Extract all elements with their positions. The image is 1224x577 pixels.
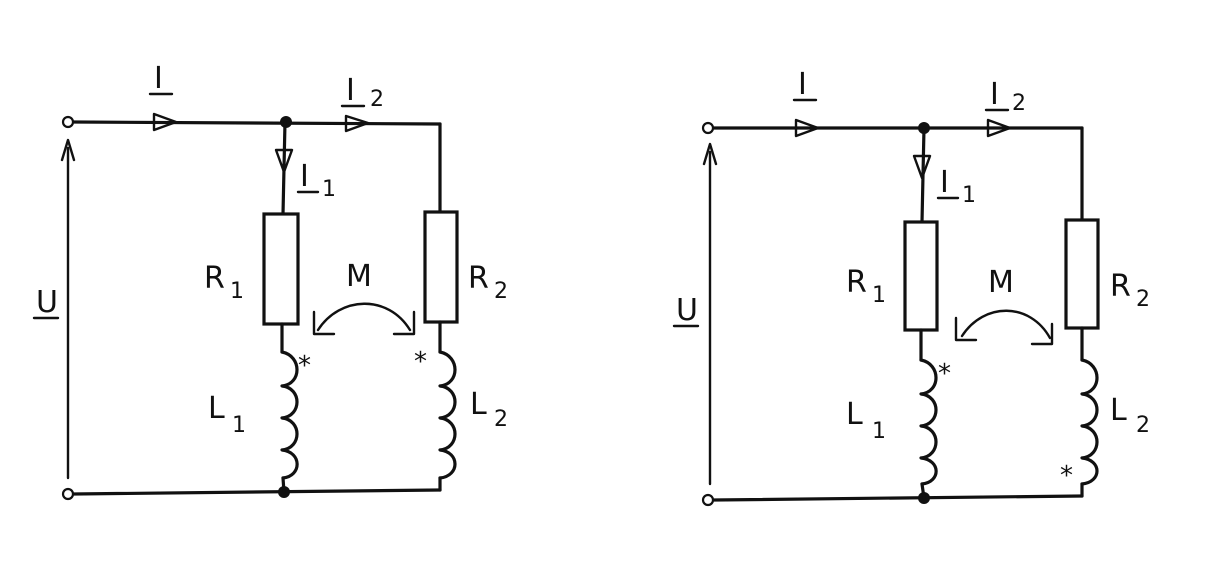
mutual-inductance-bracket-left <box>312 310 336 336</box>
label-r1: R <box>846 265 867 300</box>
label-current-1-sub: 1 <box>322 177 336 202</box>
current-arrow-i <box>152 112 178 132</box>
bottom-wire <box>72 488 442 496</box>
label-current-total: I <box>154 61 163 96</box>
label-l1-sub: 1 <box>872 419 886 444</box>
circuit-left: I I 2 I 1 U R 1 R 2 M L 1 L 2 * * <box>32 61 508 501</box>
voltage-arrow-head <box>60 138 76 162</box>
label-voltage: U <box>676 293 698 328</box>
label-current-1: I <box>940 165 949 200</box>
branch-1-wire-bottom <box>281 476 286 494</box>
label-r2: R <box>468 261 489 296</box>
label-current-1-sub: 1 <box>962 183 976 208</box>
dot-marker-l2: * <box>414 347 427 377</box>
dot-marker-l1: * <box>938 359 951 389</box>
label-voltage: U <box>36 285 58 320</box>
resistor-r1 <box>262 212 300 326</box>
label-current-1: I <box>300 159 309 194</box>
label-r1-sub: 1 <box>872 283 886 308</box>
current-arrow-i2 <box>344 114 370 133</box>
label-l2-sub: 2 <box>494 407 508 432</box>
label-mutual: M <box>346 259 372 294</box>
label-r1: R <box>204 261 225 296</box>
mutual-inductance-bracket-left <box>954 316 978 342</box>
label-r1-sub: 1 <box>230 279 244 304</box>
bottom-wire <box>712 494 1084 502</box>
label-l2-sub: 2 <box>1136 413 1150 438</box>
mutual-inductance-bracket-right <box>1030 322 1054 346</box>
input-terminal-top <box>61 115 75 129</box>
label-r2: R <box>1110 269 1131 304</box>
branch-1-wire-top <box>281 120 287 216</box>
inductor-l1 <box>919 358 938 486</box>
current-arrow-i1 <box>912 154 932 180</box>
dot-marker-l2: * <box>1060 461 1073 491</box>
current-arrow-i2 <box>986 118 1012 138</box>
current-arrow-i <box>794 118 820 138</box>
label-mutual: M <box>988 265 1014 300</box>
label-l1: L <box>846 397 863 432</box>
inductor-l2 <box>1080 358 1099 486</box>
label-r2-sub: 2 <box>1136 287 1150 312</box>
resistor-r2 <box>423 210 459 324</box>
label-current-2-sub: 2 <box>370 87 384 112</box>
label-l1-sub: 1 <box>232 413 246 438</box>
label-current-2-sub: 2 <box>1012 91 1026 116</box>
mutual-inductance-arc <box>316 302 412 332</box>
label-current-2: I <box>990 77 999 112</box>
label-l2: L <box>1110 393 1127 428</box>
circuit-right: I I 2 I 1 U R 1 R 2 M L 1 L 2 * * <box>672 67 1150 507</box>
resistor-r2 <box>1064 218 1100 330</box>
branch-1-wire-bottom <box>920 482 926 500</box>
current-arrow-i1 <box>274 148 294 174</box>
label-r2-sub: 2 <box>494 279 508 304</box>
voltage-arrow-head <box>702 142 718 166</box>
resistor-r1 <box>903 220 939 332</box>
input-terminal-bottom <box>61 487 75 501</box>
inductor-l1 <box>280 350 299 480</box>
inductor-l2 <box>438 350 457 480</box>
label-l1: L <box>208 391 225 426</box>
input-terminal-top <box>701 121 715 135</box>
top-wire <box>72 120 442 126</box>
dot-marker-l1: * <box>298 351 311 381</box>
mutual-inductance-arc <box>960 309 1052 340</box>
label-l2: L <box>470 387 487 422</box>
mutual-inductance-bracket-right <box>392 310 416 336</box>
label-current-total: I <box>798 67 807 102</box>
label-current-2: I <box>346 73 355 108</box>
input-terminal-bottom <box>701 493 715 507</box>
